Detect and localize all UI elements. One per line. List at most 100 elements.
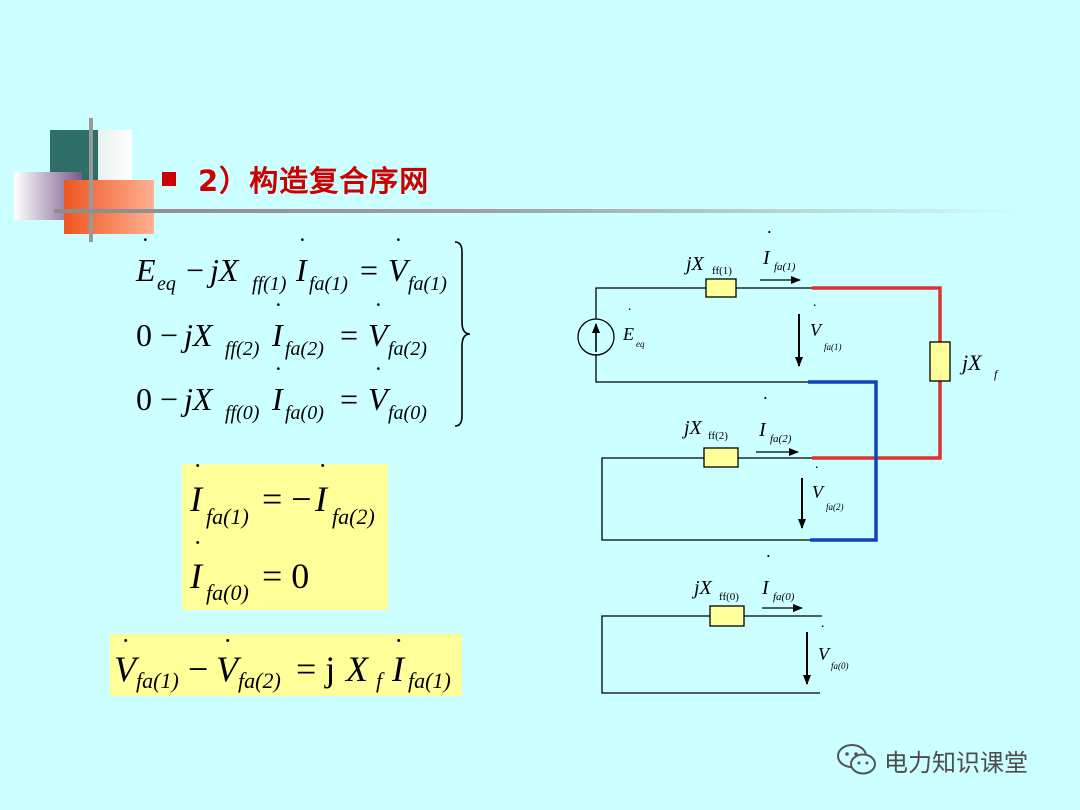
title-bullet [162, 172, 176, 186]
bc1-I1: I [189, 479, 204, 519]
equation-brace [454, 241, 471, 427]
eq1-equals: = [360, 252, 378, 288]
bc1-I2-sub: fa(2) [332, 504, 375, 529]
blue-connection [808, 380, 878, 542]
neg-I-sub: fa(2) [770, 433, 792, 445]
eq2-zero: 0 [136, 317, 152, 353]
dot: ˙ [223, 634, 232, 665]
dot: ˙ [318, 459, 327, 490]
eq2-jX: jX [180, 317, 214, 353]
bc3-equals: = j [296, 649, 335, 689]
eq1-V: V [388, 252, 411, 288]
dot: ˙ [274, 362, 283, 391]
dot: ˙ [820, 623, 825, 640]
pos-I-sub: fa(1) [774, 261, 796, 273]
eq1-E-sub: eq [157, 273, 176, 295]
bc2-I-sub: fa(0) [206, 580, 249, 605]
neg-wire [601, 457, 810, 541]
bc3-V2: V [216, 649, 242, 689]
bc3-I-sub: fa(1) [408, 668, 451, 693]
red-connection [812, 381, 942, 460]
pos-reactance [705, 278, 737, 298]
bc3-V1: V [114, 649, 140, 689]
neg-V-sub: fa(2) [826, 502, 844, 512]
positive-sequence-network [577, 276, 812, 383]
neg-reactance [703, 447, 739, 468]
composite-circuit [577, 276, 951, 694]
slide-title: 2）构造复合序网 [162, 158, 429, 200]
zero-wire [601, 615, 820, 694]
eq1-jX: jX [206, 252, 240, 288]
eq2-I: I [271, 317, 284, 353]
dot: ˙ [193, 459, 202, 490]
neg-V: V [812, 482, 825, 502]
eq3-equals: = [340, 381, 358, 417]
circuit-labels: jX ff(1) ˙ I fa(1) ˙ V fa(1) ˙ E eq jX f… [622, 227, 999, 671]
eq1-minus: − [186, 252, 204, 288]
bc1-I2: I [314, 479, 329, 519]
wechat-icon [837, 744, 876, 775]
title-rule [54, 209, 1024, 213]
dot: ˙ [765, 551, 772, 573]
pos-I: I [762, 247, 771, 269]
bc3-V2-sub: fa(2) [238, 668, 281, 693]
equation-row-3: 0 − jX ff(0) ˙ I fa(0) = ˙ V fa(0) [136, 362, 427, 424]
equation-row-1: ˙ E eq − jX ff(1) ˙ I fa(1) = ˙ V fa(1) [135, 233, 447, 295]
bc3-minus: − [188, 649, 208, 689]
decor-orange-block [64, 180, 154, 234]
zero-V-sub: fa(0) [831, 661, 849, 671]
dot: ˙ [812, 302, 817, 319]
dot: ˙ [627, 306, 632, 323]
eq3-I-sub: fa(0) [285, 402, 324, 424]
eq2-jX-sub: ff(2) [225, 338, 260, 360]
zero-V: V [818, 644, 831, 664]
boundary-box-voltage [110, 634, 462, 696]
neg-jX-sub: ff(2) [708, 430, 728, 442]
title-text: 2）构造复合序网 [198, 158, 429, 200]
title-main: 构造复合序网 [249, 164, 430, 198]
dot: ˙ [298, 233, 307, 262]
eq1-I: I [295, 252, 308, 288]
pos-jX: jX [683, 253, 705, 275]
dot: ˙ [121, 634, 130, 665]
dot: ˙ [394, 634, 403, 665]
bc1-I1-sub: fa(1) [206, 504, 249, 529]
dot: ˙ [762, 393, 769, 415]
zero-jX: jX [691, 577, 713, 599]
negative-sequence-network [601, 447, 812, 541]
eq1-I-sub: fa(1) [309, 273, 348, 295]
bc3-I: I [391, 649, 406, 689]
bc3-V1-sub: fa(1) [136, 668, 179, 693]
eq3-V: V [368, 381, 391, 417]
eq2-minus: − [160, 317, 178, 353]
dot: ˙ [193, 536, 202, 567]
pos-V: V [810, 320, 823, 340]
zero-I-sub: fa(0) [773, 591, 795, 603]
eq2-V: V [368, 317, 391, 353]
fault-jX: jX [959, 350, 983, 375]
eq1-V-sub: fa(1) [408, 273, 447, 295]
bc3-X: X [344, 649, 370, 689]
eq1-jX-sub: ff(1) [252, 273, 287, 295]
dot: ˙ [766, 227, 773, 249]
neg-jX: jX [681, 417, 703, 439]
zero-reactance [709, 605, 745, 627]
equation-row-2: 0 − jX ff(2) ˙ I fa(2) = ˙ V fa(2) [136, 298, 427, 360]
bc1-equals: = − [262, 479, 312, 519]
pos-wire [595, 287, 706, 319]
dot: ˙ [274, 298, 283, 327]
dot: ˙ [374, 298, 383, 327]
fault-reactance [929, 341, 951, 382]
eq1-E: E [135, 252, 156, 288]
dot: ˙ [374, 362, 383, 391]
sequence-equations: ˙ E eq − jX ff(1) ˙ I fa(1) = ˙ V fa(1) … [135, 233, 471, 427]
source-E: E [622, 324, 634, 344]
fault-jX-sub: f [994, 367, 999, 381]
dot: ˙ [814, 464, 819, 481]
bc3-X-sub: f [376, 668, 385, 693]
pos-V-sub: fa(1) [824, 342, 842, 352]
boundary-conditions: ˙ I fa(1) = − ˙ I fa(2) ˙ I fa(0) = 0 ˙ … [114, 459, 451, 693]
eq3-minus: − [160, 381, 178, 417]
bc2-equals: = 0 [262, 556, 309, 596]
eq2-I-sub: fa(2) [285, 338, 324, 360]
